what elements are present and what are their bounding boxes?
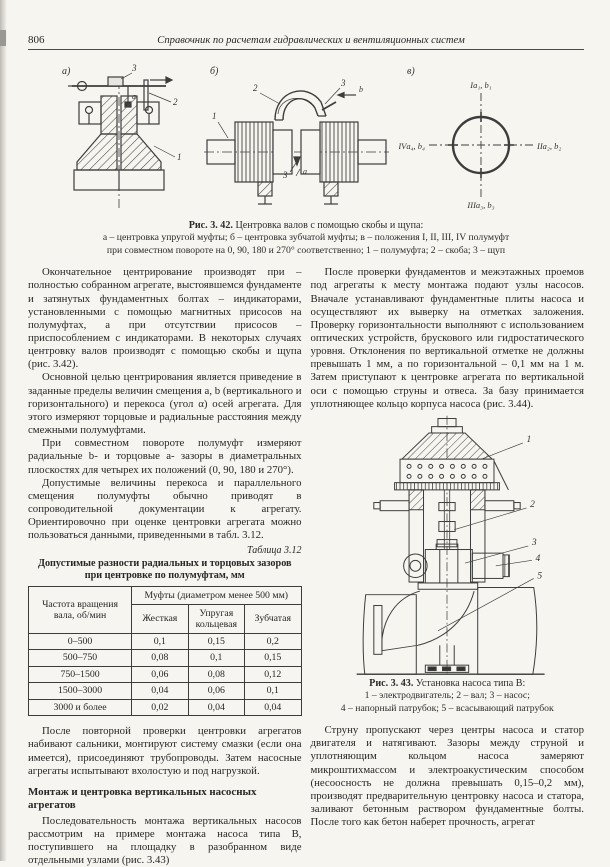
figure-3-42: а) 3 2 1 а xyxy=(28,50,584,218)
figure-3-43-caption: Рис. 3. 43. Установка насоса типа В: 1 –… xyxy=(311,678,585,715)
table-cell: 500–750 xyxy=(27,649,133,667)
callout-3: 3 xyxy=(131,63,137,73)
figure-3-42v-drawing: в) Iа₁, b₁ IIа₂, b₂ IIIа₃, b₃ IVа₄, b₄ xyxy=(399,66,561,210)
right-column: После проверки фундаментов и межэтажных … xyxy=(311,266,585,867)
table-cell: 0,1 xyxy=(244,682,302,700)
figure-3-43-caption-line1: Рис. 3. 43. Установка насоса типа В: xyxy=(311,678,585,690)
figure-3-43-caption-line2: 1 – электродвигатель; 2 – вал; 3 – насос… xyxy=(364,690,530,702)
paragraph-allowed-values: Допустимые величины перекоса и параллель… xyxy=(28,476,302,542)
gap-label-a: а xyxy=(132,92,136,101)
figure-3-43-caption-line3: 4 – напорный патрубок; 5 – всасывающий п… xyxy=(340,702,554,714)
left-column: Окончательное центрирование производят п… xyxy=(27,266,302,867)
table-cell: 0,15 xyxy=(244,649,302,667)
figure-3-42-caption: Рис. 3. 42. Центровка валов с помощью ск… xyxy=(28,220,584,257)
callout-2: 2 xyxy=(253,83,258,93)
table-row: 500–750 0,08 0,1 0,15 xyxy=(27,649,302,667)
paragraph-after-table: После повторной проверки центровки агрег… xyxy=(28,725,302,777)
scan-edge-artifact xyxy=(0,0,7,861)
paragraph-foundation-check: После проверки фундаментов и межэтажных … xyxy=(310,266,585,410)
callout-2: 2 xyxy=(530,500,535,510)
table-cell: 0,04 xyxy=(187,698,246,717)
figure-part-label-v: в) xyxy=(407,66,415,77)
figure-3-42-caption-line1: Рис. 3. 42. Центровка валов с помощью ск… xyxy=(28,220,584,232)
position-label-top: Iа₁, b₁ xyxy=(469,80,492,90)
table-cell: 0,02 xyxy=(131,698,189,717)
position-label-left: IVа₄, b₄ xyxy=(399,141,425,151)
running-head: 806 Справочник по расчетам гидравлически… xyxy=(28,34,584,50)
table-cell: 0–500 xyxy=(27,632,133,651)
table-cell: 0,08 xyxy=(131,649,189,667)
paragraph-assembly-sequence: Последовательность монтажа вертикальных … xyxy=(28,814,302,867)
table-3-12-title: Допустимые разности радиальных и торцовы… xyxy=(37,557,292,582)
position-label-bottom: IIIа₃, b₃ xyxy=(466,200,494,210)
figure-3-42b-drawing: б) 1 2 3 3 а b xyxy=(204,66,389,205)
callout-3-lower: 3 xyxy=(282,170,288,180)
figure-3-43-drawing: 1 2 3 4 5 xyxy=(356,415,545,675)
callout-1: 1 xyxy=(212,111,217,121)
document-page: 806 Справочник по расчетам гидравлически… xyxy=(27,34,585,867)
table-cell: 0,1 xyxy=(187,649,246,667)
paragraph-joint-rotation: При совместном повороте полумуфт измеряю… xyxy=(28,437,302,476)
table-header-couplings-group: Муфты (диаметром менее 500 мм) xyxy=(131,585,302,605)
table-header-gear: Зубчатая xyxy=(244,603,302,634)
text-columns: Окончательное центрирование производят п… xyxy=(27,266,585,867)
table-row: 3000 и более 0,02 0,04 0,04 xyxy=(27,698,302,717)
scan-mark-artifact xyxy=(0,30,6,46)
callout-1: 1 xyxy=(177,152,182,162)
table-row: 750–1500 0,06 0,08 0,12 xyxy=(27,665,302,684)
callout-1: 1 xyxy=(527,435,532,445)
running-title: Справочник по расчетам гидравлических и … xyxy=(157,35,465,46)
callout-3: 3 xyxy=(340,78,346,88)
table-cell: 0,06 xyxy=(131,665,189,684)
callout-5: 5 xyxy=(538,571,543,581)
table-cell: 0,2 xyxy=(244,632,302,651)
figure-3-42-caption-line2: а – центровка упругой муфты; б – центров… xyxy=(102,232,510,244)
table-header-elastic-ring: Упругая кольцевая xyxy=(187,603,246,634)
position-label-right: IIа₂, b₂ xyxy=(536,141,561,151)
table-header-frequency: Частота вращения вала, об/мин xyxy=(27,585,133,634)
table-cell: 0,06 xyxy=(187,682,246,700)
figure-3-43: 1 2 3 4 5 xyxy=(311,414,585,676)
section-heading-vertical-pumps: Монтаж и центровка вертикальных насосных… xyxy=(28,785,257,812)
figure-3-42a-drawing: а) 3 2 1 а xyxy=(62,63,182,208)
table-cell: 0,04 xyxy=(244,698,302,717)
table-cell: 0,04 xyxy=(131,682,189,700)
figure-part-label-a: а) xyxy=(62,66,71,77)
table-cell: 750–1500 xyxy=(27,665,133,684)
figure-3-43-title: Установка насоса типа В: xyxy=(413,677,526,689)
table-3-12-label: Таблица 3.12 xyxy=(247,544,302,556)
figure-3-42-number: Рис. 3. 42. xyxy=(188,220,233,231)
table-cell: 3000 и более xyxy=(27,698,133,717)
table-cell: 0,15 xyxy=(187,632,246,651)
paragraph-wire-centering: Струну пропускают через центры насоса и … xyxy=(310,724,585,829)
gap-label-a: а xyxy=(303,167,307,176)
callout-2: 2 xyxy=(173,97,178,107)
table-header-rigid: Жесткая xyxy=(131,603,189,634)
figure-3-42-title: Центровка валов с помощью скобы и щупа: xyxy=(232,220,424,231)
table-3-12: Частота вращения вала, об/мин Муфты (диа… xyxy=(27,585,302,717)
table-row: 0–500 0,1 0,15 0,2 xyxy=(27,632,302,651)
figure-part-label-b: б) xyxy=(210,66,219,77)
gap-label-b: b xyxy=(359,85,363,94)
figure-3-42-caption-line3: при совместном повороте на 0, 90, 180 и … xyxy=(106,244,506,256)
table-cell: 0,12 xyxy=(244,665,302,684)
callout-3: 3 xyxy=(531,538,537,548)
figure-3-43-number: Рис. 3. 43. xyxy=(369,677,414,689)
callout-4: 4 xyxy=(536,554,541,564)
page-number: 806 xyxy=(28,34,45,46)
paragraph-centering-goal: Основной целью центрирования является пр… xyxy=(28,371,302,437)
table-cell: 1500–3000 xyxy=(27,682,133,700)
table-row: 1500–3000 0,04 0,06 0,1 xyxy=(27,682,302,700)
table-cell: 0,1 xyxy=(131,632,189,651)
table-cell: 0,08 xyxy=(187,665,246,684)
paragraph-final-centering: Окончательное центрирование производят п… xyxy=(28,266,302,371)
